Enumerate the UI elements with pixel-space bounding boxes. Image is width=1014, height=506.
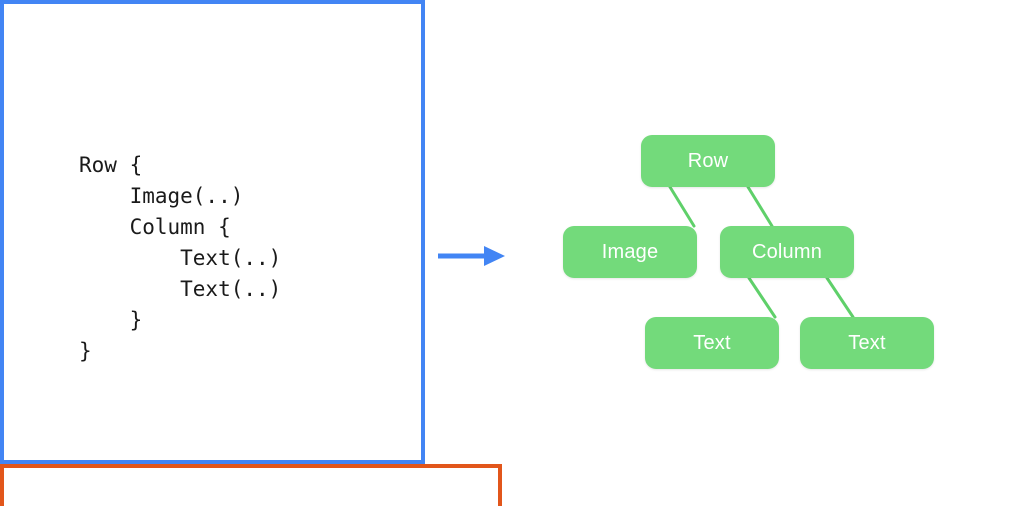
edge-column-text1 xyxy=(747,276,777,319)
edge-column-text2 xyxy=(825,276,855,319)
code-panel: Row { Image(..) Column { Text(..) Text(.… xyxy=(0,0,425,464)
tree-node-row[interactable]: Row xyxy=(641,135,775,187)
arrow-right-icon xyxy=(438,246,505,266)
edge-row-image xyxy=(668,185,696,228)
code-snippet: Row { Image(..) Column { Text(..) Text(.… xyxy=(79,153,282,363)
tree-panel xyxy=(0,464,502,506)
tree-node-column[interactable]: Column xyxy=(720,226,854,278)
tree-node-text-1[interactable]: Text xyxy=(645,317,779,369)
tree-node-text-2[interactable]: Text xyxy=(800,317,934,369)
edge-row-column xyxy=(746,185,774,228)
tree-node-image[interactable]: Image xyxy=(563,226,697,278)
